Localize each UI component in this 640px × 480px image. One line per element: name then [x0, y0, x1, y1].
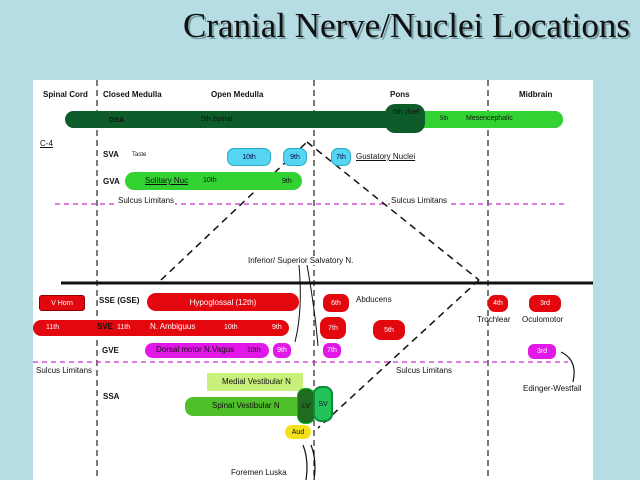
slide-title: Cranial Nerve/Nuclei Locations — [182, 6, 630, 45]
sva-10th-pill: 10th — [227, 148, 271, 166]
gustatory-label: Gustatory Nuclei — [356, 152, 416, 161]
sve-label: SVE — [97, 322, 114, 331]
gsa-label: GSA — [109, 117, 125, 124]
salvatory-label: Inferior/ Superior Salvatory N. — [248, 256, 354, 265]
luska-line-2 — [310, 444, 316, 480]
auditory-nucleus: Aud — [285, 425, 311, 439]
gve-9th-pill: 9th — [273, 343, 291, 358]
ew-pointer — [560, 351, 575, 383]
trigeminal-5th-pill: 5th — [373, 320, 405, 340]
region-pons: Pons — [390, 90, 410, 99]
luska-line-1 — [302, 444, 308, 480]
salvatory-arrow-2 — [306, 264, 319, 347]
region-midbrain: Midbrain — [519, 90, 553, 99]
gva-label: GVA — [103, 177, 120, 186]
sulcus-label-upper-left: Sulcus Limitans — [117, 196, 176, 205]
sva-label: SVA — [103, 150, 119, 159]
medial-vestibular-bar — [207, 373, 303, 391]
spinal-vestibular-bar — [185, 397, 307, 416]
mesencephalic-bar — [401, 111, 563, 128]
chief-5th-label: 5th chief — [392, 109, 420, 116]
sva-7th-pill: 7th — [331, 148, 351, 166]
spinal-vestibular-label: Spinal Vestibular N — [212, 401, 280, 410]
sve-9th-label: 9th — [272, 324, 282, 331]
foramen-luska-label: Foremen Luska — [231, 468, 287, 477]
taste-label: Taste — [132, 152, 147, 158]
solitary-label: Solitary Nuc — [145, 176, 189, 185]
gve-label: GVE — [102, 346, 119, 355]
gva-10th-label: 10th — [203, 177, 217, 184]
sva-9th-pill: 9th — [283, 148, 307, 166]
mesencephalic-label: Mesencephalic — [466, 115, 513, 122]
sve-11th-label-2: 11th — [117, 324, 131, 331]
dorsal-vagus-label: Dorsal motor N.Vagus — [156, 345, 235, 354]
solitary-bar — [125, 172, 302, 190]
ambiguus-bar — [33, 320, 289, 336]
abducens-6th-pill: 6th — [323, 294, 349, 312]
spinal-5th-label: 5th Spinal — [201, 116, 233, 123]
chief-nucleus — [385, 104, 425, 133]
superior-vestibular-sv: SV — [313, 386, 333, 422]
gve-3rd-pill: 3rd — [528, 344, 556, 359]
salvatory-arrow-1 — [294, 264, 301, 343]
region-closed-medulla: Closed Medulla — [103, 90, 162, 99]
diagram-panel: Spinal Cord Closed Medulla Open Medulla … — [33, 80, 593, 480]
trochlear-label: Trochlear — [477, 315, 511, 324]
ambiguus-label: N. Ambiguus — [150, 322, 196, 331]
edinger-westfall-label: Edinger-Westfall — [523, 384, 582, 393]
sulcus-label-lower-left: Sulcus Limitans — [35, 366, 94, 375]
abducens-label: Abducens — [356, 295, 392, 304]
medial-vestibular-label: Medial Vestibular N — [222, 377, 291, 386]
v-horn-box: V Horn — [39, 295, 85, 311]
region-spinal-cord: Spinal Cord — [43, 90, 88, 99]
region-open-medulla: Open Medulla — [211, 90, 264, 99]
gve-10th-label: 10th — [247, 347, 261, 354]
oculomotor-3rd-pill: 3rd — [529, 295, 561, 312]
sse-label: SSE (GSE) — [99, 296, 140, 305]
sulcus-label-lower-right: Sulcus Limitans — [395, 366, 454, 375]
facial-7th-pill: 7th — [320, 317, 346, 339]
sulcus-label-upper-right: Sulcus Limitans — [390, 196, 449, 205]
gve-7th-pill: 7th — [323, 343, 341, 358]
ventricle-edge-3 — [317, 279, 480, 429]
dorsal-vagus-bar — [145, 343, 269, 358]
mesencephalic-5th-label: 5th — [440, 116, 449, 122]
sve-10th-label: 10th — [224, 324, 238, 331]
ssa-label: SSA — [103, 392, 120, 401]
hypoglossal-bar: Hypoglossal (12th) — [147, 293, 299, 311]
oculomotor-label: Oculomotor — [522, 315, 564, 324]
sve-11th-label-1: 11th — [46, 324, 60, 331]
ventricle-edge-1 — [160, 141, 308, 281]
c4-label: C-4 — [40, 139, 53, 148]
gva-9th-label: 9th — [282, 178, 292, 185]
trochlear-4th-pill: 4th — [488, 295, 508, 312]
